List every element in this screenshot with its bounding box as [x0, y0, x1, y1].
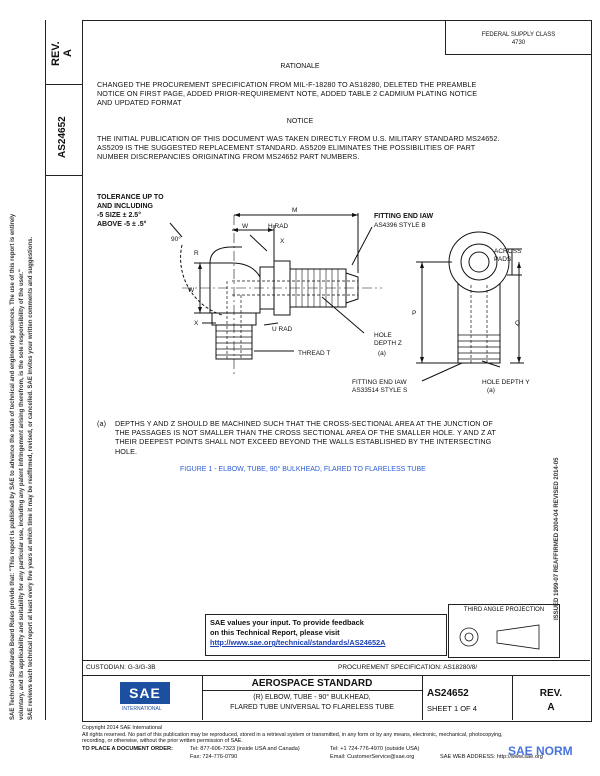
- order-tel-2: Tel: +1 724-776-4970 (outside USA): [330, 746, 420, 752]
- page-frame: [82, 20, 592, 722]
- sidebar-rule: [45, 175, 82, 176]
- projection-label: THIRD ANGLE PROJECTION: [463, 607, 545, 613]
- footnote-line: HOLE.: [115, 446, 138, 456]
- elbow-drawing: TOLERANCE UP TO AND INCLUDING -5 SIZE ± …: [97, 194, 530, 394]
- tolerance-line: -5 SIZE ± 2.5°: [97, 211, 141, 219]
- sae-logo-sub: INTERNATIONAL: [122, 706, 162, 712]
- feedback-box: SAE values your input. To provide feedba…: [205, 614, 447, 656]
- legal-line-2: voluntary, and its applicability and sui…: [19, 269, 25, 720]
- notice-body: THE INITIAL PUBLICATION OF THIS DOCUMENT…: [97, 134, 547, 162]
- projection-symbol: [459, 624, 540, 649]
- across-pads: ACROSS: [494, 248, 522, 255]
- angle-label: 90°: [171, 235, 181, 243]
- hole-depth-y: HOLE DEPTH Y: [482, 379, 530, 386]
- legal-line-3: SAE reviews each technical report at lea…: [28, 236, 34, 720]
- notice-line: NUMBER DISCREPANCIES ORIGINATING FROM MS…: [97, 152, 360, 162]
- tolerance-line: TOLERANCE UP TO: [97, 194, 164, 201]
- thread-label: THREAD T: [298, 350, 330, 357]
- procurement-spec: PROCUREMENT SPECIFICATION: AS18280/8/: [338, 664, 478, 671]
- sidebar-divider: [45, 20, 46, 720]
- sae-logo: SAE: [120, 682, 170, 704]
- dim-p: P: [412, 310, 416, 317]
- supply-class-line-1: FEDERAL SUPPLY CLASS: [481, 32, 556, 38]
- fitting-end-bottom: AS33514 STYLE S: [352, 387, 408, 394]
- title-divider: [422, 675, 423, 720]
- tolerance-line: ABOVE -5 ± .5°: [97, 220, 147, 228]
- rationale-body: CHANGED THE PROCUREMENT SPECIFICATION FR…: [97, 80, 547, 108]
- supply-class-line-2: 4730: [511, 39, 526, 46]
- hole-depth-z: DEPTH Z: [374, 340, 402, 347]
- dim-x-top: X: [280, 238, 285, 245]
- supply-class-box: FEDERAL SUPPLY CLASS 4730: [445, 20, 591, 55]
- hole-depth-y: (a): [487, 387, 495, 394]
- footnote-body: DEPTHS Y AND Z SHOULD BE MACHINED SUCH T…: [115, 419, 555, 456]
- projection-box: THIRD ANGLE PROJECTION: [448, 604, 560, 658]
- order-fax: Fax: 724-776-0790: [190, 754, 238, 760]
- copyright-line: Copyright 2014 SAE International: [82, 725, 163, 731]
- sheet-number: SHEET 1 OF 4: [427, 704, 477, 713]
- fitting-end-bottom: FITTING END IAW: [352, 379, 408, 386]
- rev-label-vertical: REV.: [50, 41, 62, 66]
- fitting-end-top: AS4396 STYLE B: [374, 222, 426, 229]
- fitting-end-top: FITTING END IAW: [374, 213, 434, 220]
- hole-depth-z: HOLE: [374, 332, 392, 339]
- order-email[interactable]: Email: CustomerService@sae.org: [330, 754, 415, 760]
- issue-dates: ISSUED 1999-07 REAFFIRMED 2004-04 REVISE…: [554, 457, 560, 620]
- dim-r: R: [194, 250, 199, 257]
- title-rule: [202, 690, 422, 691]
- footnote-line: DEPTHS Y AND Z SHOULD BE MACHINED SUCH T…: [115, 419, 493, 428]
- aerospace-standard: AEROSPACE STANDARD: [251, 678, 373, 689]
- feedback-line-1: SAE values your input. To provide feedba…: [210, 618, 364, 627]
- rev-value-vertical: A: [62, 49, 74, 57]
- copyright-block: Copyright 2014 SAE International All rig…: [82, 725, 562, 745]
- rationale-line: CHANGED THE PROCUREMENT SPECIFICATION FR…: [97, 80, 477, 89]
- copyright-line: recording, or otherwise, without the pri…: [82, 738, 243, 745]
- title-divider: [512, 675, 513, 720]
- sidebar-rule: [45, 84, 82, 85]
- footnote-line: THE PASSAGES IS NOT SMALLER THAN THE CRO…: [115, 428, 497, 438]
- flare-end: [345, 272, 359, 304]
- hole-depth-z: (a): [378, 350, 386, 357]
- dim-q: Q: [515, 320, 520, 327]
- dim-w-left: W: [188, 287, 195, 294]
- custodian: CUSTODIAN: G-3/G-3B: [86, 664, 156, 671]
- order-tel-1: Tel: 877-606-7323 (inside USA and Canada…: [190, 746, 300, 752]
- rev-value: A: [547, 702, 555, 713]
- dim-h-rad: H RAD: [268, 223, 289, 230]
- feedback-line-2: on this Technical Report, please visit: [210, 628, 340, 637]
- footnote-marker: (a): [97, 419, 107, 428]
- notice-line: THE INITIAL PUBLICATION OF THIS DOCUMENT…: [97, 134, 500, 143]
- footnote-line: THEIR DEEPEST POINTS SHALL NOT EXCEED BE…: [115, 437, 492, 447]
- rationale-line: AND UPDATED FORMAT: [97, 98, 182, 108]
- feedback-link[interactable]: http://www.sae.org/technical/standards/A…: [210, 638, 386, 647]
- rationale-heading: RATIONALE: [280, 63, 320, 70]
- end-view-body: [457, 283, 501, 364]
- notice-heading: NOTICE: [286, 118, 314, 125]
- title-rule: [82, 675, 590, 676]
- doc-number: AS24652: [427, 688, 469, 699]
- title-rule: [82, 660, 590, 661]
- rev-label: REV.: [539, 688, 563, 699]
- title-divider: [202, 675, 203, 720]
- notice-line: AS5209 IS THE SUGGESTED REPLACEMENT STAN…: [97, 143, 476, 153]
- title-line-2: FLARED TUBE UNIVERSAL TO FLARELESS TUBE: [230, 704, 394, 711]
- legal-line-1: SAE Technical Standards Board Rules prov…: [10, 213, 16, 720]
- dim-u-rad: U RAD: [272, 326, 293, 333]
- rationale-line: NOTICE ON FIRST PAGE, ADDED PRIOR-REQUIR…: [97, 89, 478, 99]
- end-view-inner: [460, 243, 498, 281]
- doc-number-vertical: AS24652: [57, 116, 68, 158]
- watermark: SAE NORM: [508, 744, 573, 758]
- tolerance-line: AND INCLUDING: [97, 203, 154, 210]
- order-label: TO PLACE A DOCUMENT ORDER:: [82, 746, 173, 752]
- figure-caption: FIGURE 1 - ELBOW, TUBE, 90° BULKHEAD, FL…: [180, 466, 426, 473]
- elbow-body: [209, 262, 261, 314]
- copyright-line: All rights reserved. No part of this pub…: [82, 731, 503, 738]
- dim-m: M: [292, 207, 297, 214]
- order-web[interactable]: SAE WEB ADDRESS: http://www.sae.org: [440, 754, 543, 760]
- across-pads: PADS: [494, 256, 512, 263]
- dim-w-top: W: [242, 223, 249, 230]
- title-line-1: (R) ELBOW, TUBE - 90° BULKHEAD,: [253, 694, 371, 701]
- dim-x-left: X: [194, 320, 199, 327]
